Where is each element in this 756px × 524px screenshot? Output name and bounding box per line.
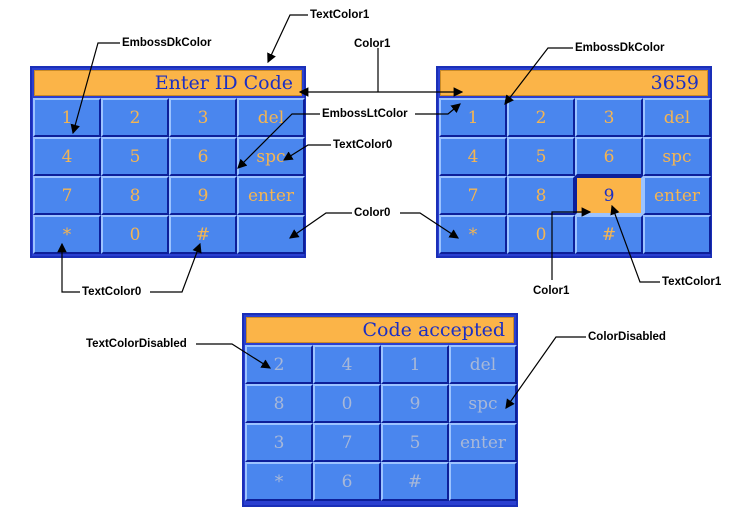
arrow-text-color1-bottom <box>610 204 660 283</box>
key-6[interactable]: 6 <box>575 137 643 176</box>
key-2[interactable]: 2 <box>507 98 575 137</box>
arrow-color-disabled <box>505 336 586 409</box>
label-color1-top: Color1 <box>354 38 391 50</box>
key-del[interactable]: del <box>237 98 305 137</box>
key-1[interactable]: 1 <box>439 98 507 137</box>
display-bottom: Code accepted <box>246 317 514 343</box>
key-6[interactable]: 6 <box>169 137 237 176</box>
label-text-color-disabled: TextColorDisabled <box>86 338 187 350</box>
arrow-emboss-dk-left <box>70 42 120 135</box>
key-1: 1 <box>381 345 449 384</box>
display-left: Enter ID Code <box>34 70 302 96</box>
key-3[interactable]: 3 <box>169 98 237 137</box>
key-4: 4 <box>313 345 381 384</box>
arrow-color0-right <box>400 212 460 239</box>
key-star[interactable]: * <box>33 215 101 254</box>
label-text-color1-bottom: TextColor1 <box>662 276 722 288</box>
key-spc[interactable]: spc <box>643 137 711 176</box>
label-text-color0-mid: TextColor0 <box>333 139 393 151</box>
arrow-text-color1-top <box>267 14 308 64</box>
arrow-color1-bottom <box>551 207 592 280</box>
key-del[interactable]: del <box>643 98 711 137</box>
label-text-color1-top: TextColor1 <box>310 9 370 21</box>
key-5: 5 <box>381 423 449 462</box>
label-text-color0-bottom: TextColor0 <box>82 286 142 298</box>
key-6: 6 <box>313 462 381 501</box>
key-4[interactable]: 4 <box>33 137 101 176</box>
key-0[interactable]: 0 <box>101 215 169 254</box>
arrow-text-color-disabled <box>196 343 272 369</box>
arrow-text-color0-mid <box>282 144 331 161</box>
key-7[interactable]: 7 <box>33 176 101 215</box>
key-hash[interactable]: # <box>169 215 237 254</box>
key-5[interactable]: 5 <box>101 137 169 176</box>
key-7: 7 <box>313 423 381 462</box>
key-8[interactable]: 8 <box>101 176 169 215</box>
arrow-emboss-lt-right <box>415 103 461 115</box>
key-hash: # <box>381 462 449 501</box>
display-right: 3659 <box>440 70 708 96</box>
key-8: 8 <box>245 384 313 423</box>
key-enter: enter <box>449 423 517 462</box>
key-1[interactable]: 1 <box>33 98 101 137</box>
label-color1-bottom: Color1 <box>533 285 570 297</box>
key-8[interactable]: 8 <box>507 176 575 215</box>
key-9: 9 <box>381 384 449 423</box>
label-color0: Color0 <box>354 207 391 219</box>
key-star: * <box>245 462 313 501</box>
key-del: del <box>449 345 517 384</box>
key-enter[interactable]: enter <box>643 176 711 215</box>
key-spc: spc <box>449 384 517 423</box>
key-blank <box>449 462 517 501</box>
label-emboss-dk-right: EmbossDkColor <box>575 42 665 54</box>
key-blank[interactable] <box>643 215 711 254</box>
arrow-text-color0-br <box>150 242 202 293</box>
label-emboss-lt: EmbossLtColor <box>322 108 408 120</box>
key-0: 0 <box>313 384 381 423</box>
key-4[interactable]: 4 <box>439 137 507 176</box>
key-enter[interactable]: enter <box>237 176 305 215</box>
arrow-text-color0-bl <box>57 242 80 293</box>
key-5[interactable]: 5 <box>507 137 575 176</box>
key-2[interactable]: 2 <box>101 98 169 137</box>
arrow-color0-left <box>289 212 352 239</box>
label-emboss-dk-left: EmbossDkColor <box>122 37 212 49</box>
label-color-disabled: ColorDisabled <box>588 331 666 343</box>
key-hash[interactable]: # <box>575 215 643 254</box>
key-9[interactable]: 9 <box>169 176 237 215</box>
key-3: 3 <box>245 423 313 462</box>
key-7[interactable]: 7 <box>439 176 507 215</box>
key-3[interactable]: 3 <box>575 98 643 137</box>
key-0[interactable]: 0 <box>507 215 575 254</box>
arrow-emboss-dk-right <box>504 47 573 105</box>
key-2: 2 <box>245 345 313 384</box>
arrow-emboss-lt-left <box>237 113 320 169</box>
